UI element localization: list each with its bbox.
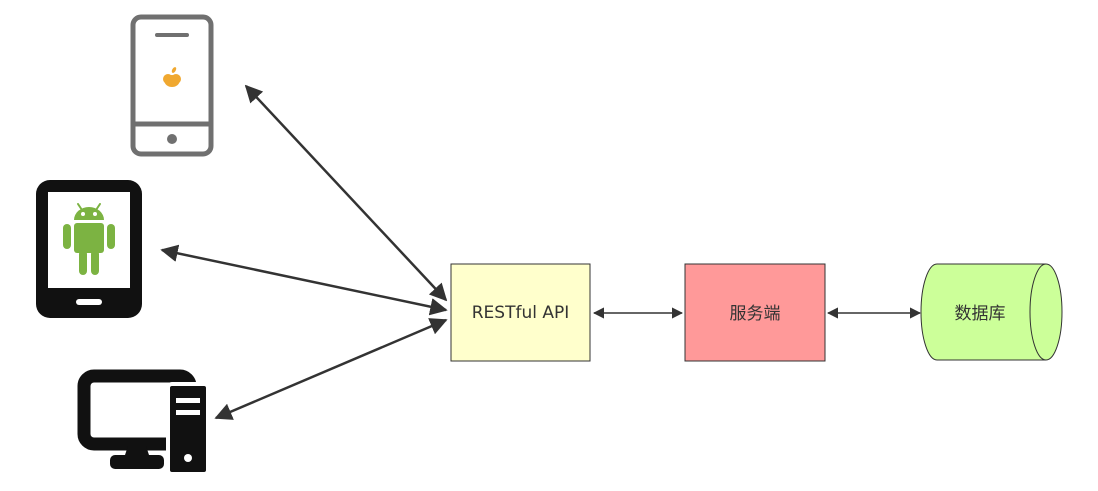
apple-phone-icon (130, 14, 214, 157)
database-node-label: 数据库 (955, 304, 1006, 324)
apple-logo-icon (163, 67, 181, 87)
api-node: RESTful API (450, 263, 591, 362)
desktop-computer-icon (77, 369, 210, 476)
api-node-label: RESTful API (472, 303, 570, 323)
database-node: 数据库 (920, 263, 1063, 361)
server-node: 服务端 (684, 263, 826, 362)
edge-desktop-api (214, 318, 448, 420)
edge-iphone-api (244, 84, 448, 302)
edge-android-api (160, 244, 448, 316)
edges (160, 84, 922, 420)
server-node-label: 服务端 (730, 304, 781, 324)
android-tablet-icon (36, 180, 142, 318)
android-robot-icon (63, 203, 115, 275)
